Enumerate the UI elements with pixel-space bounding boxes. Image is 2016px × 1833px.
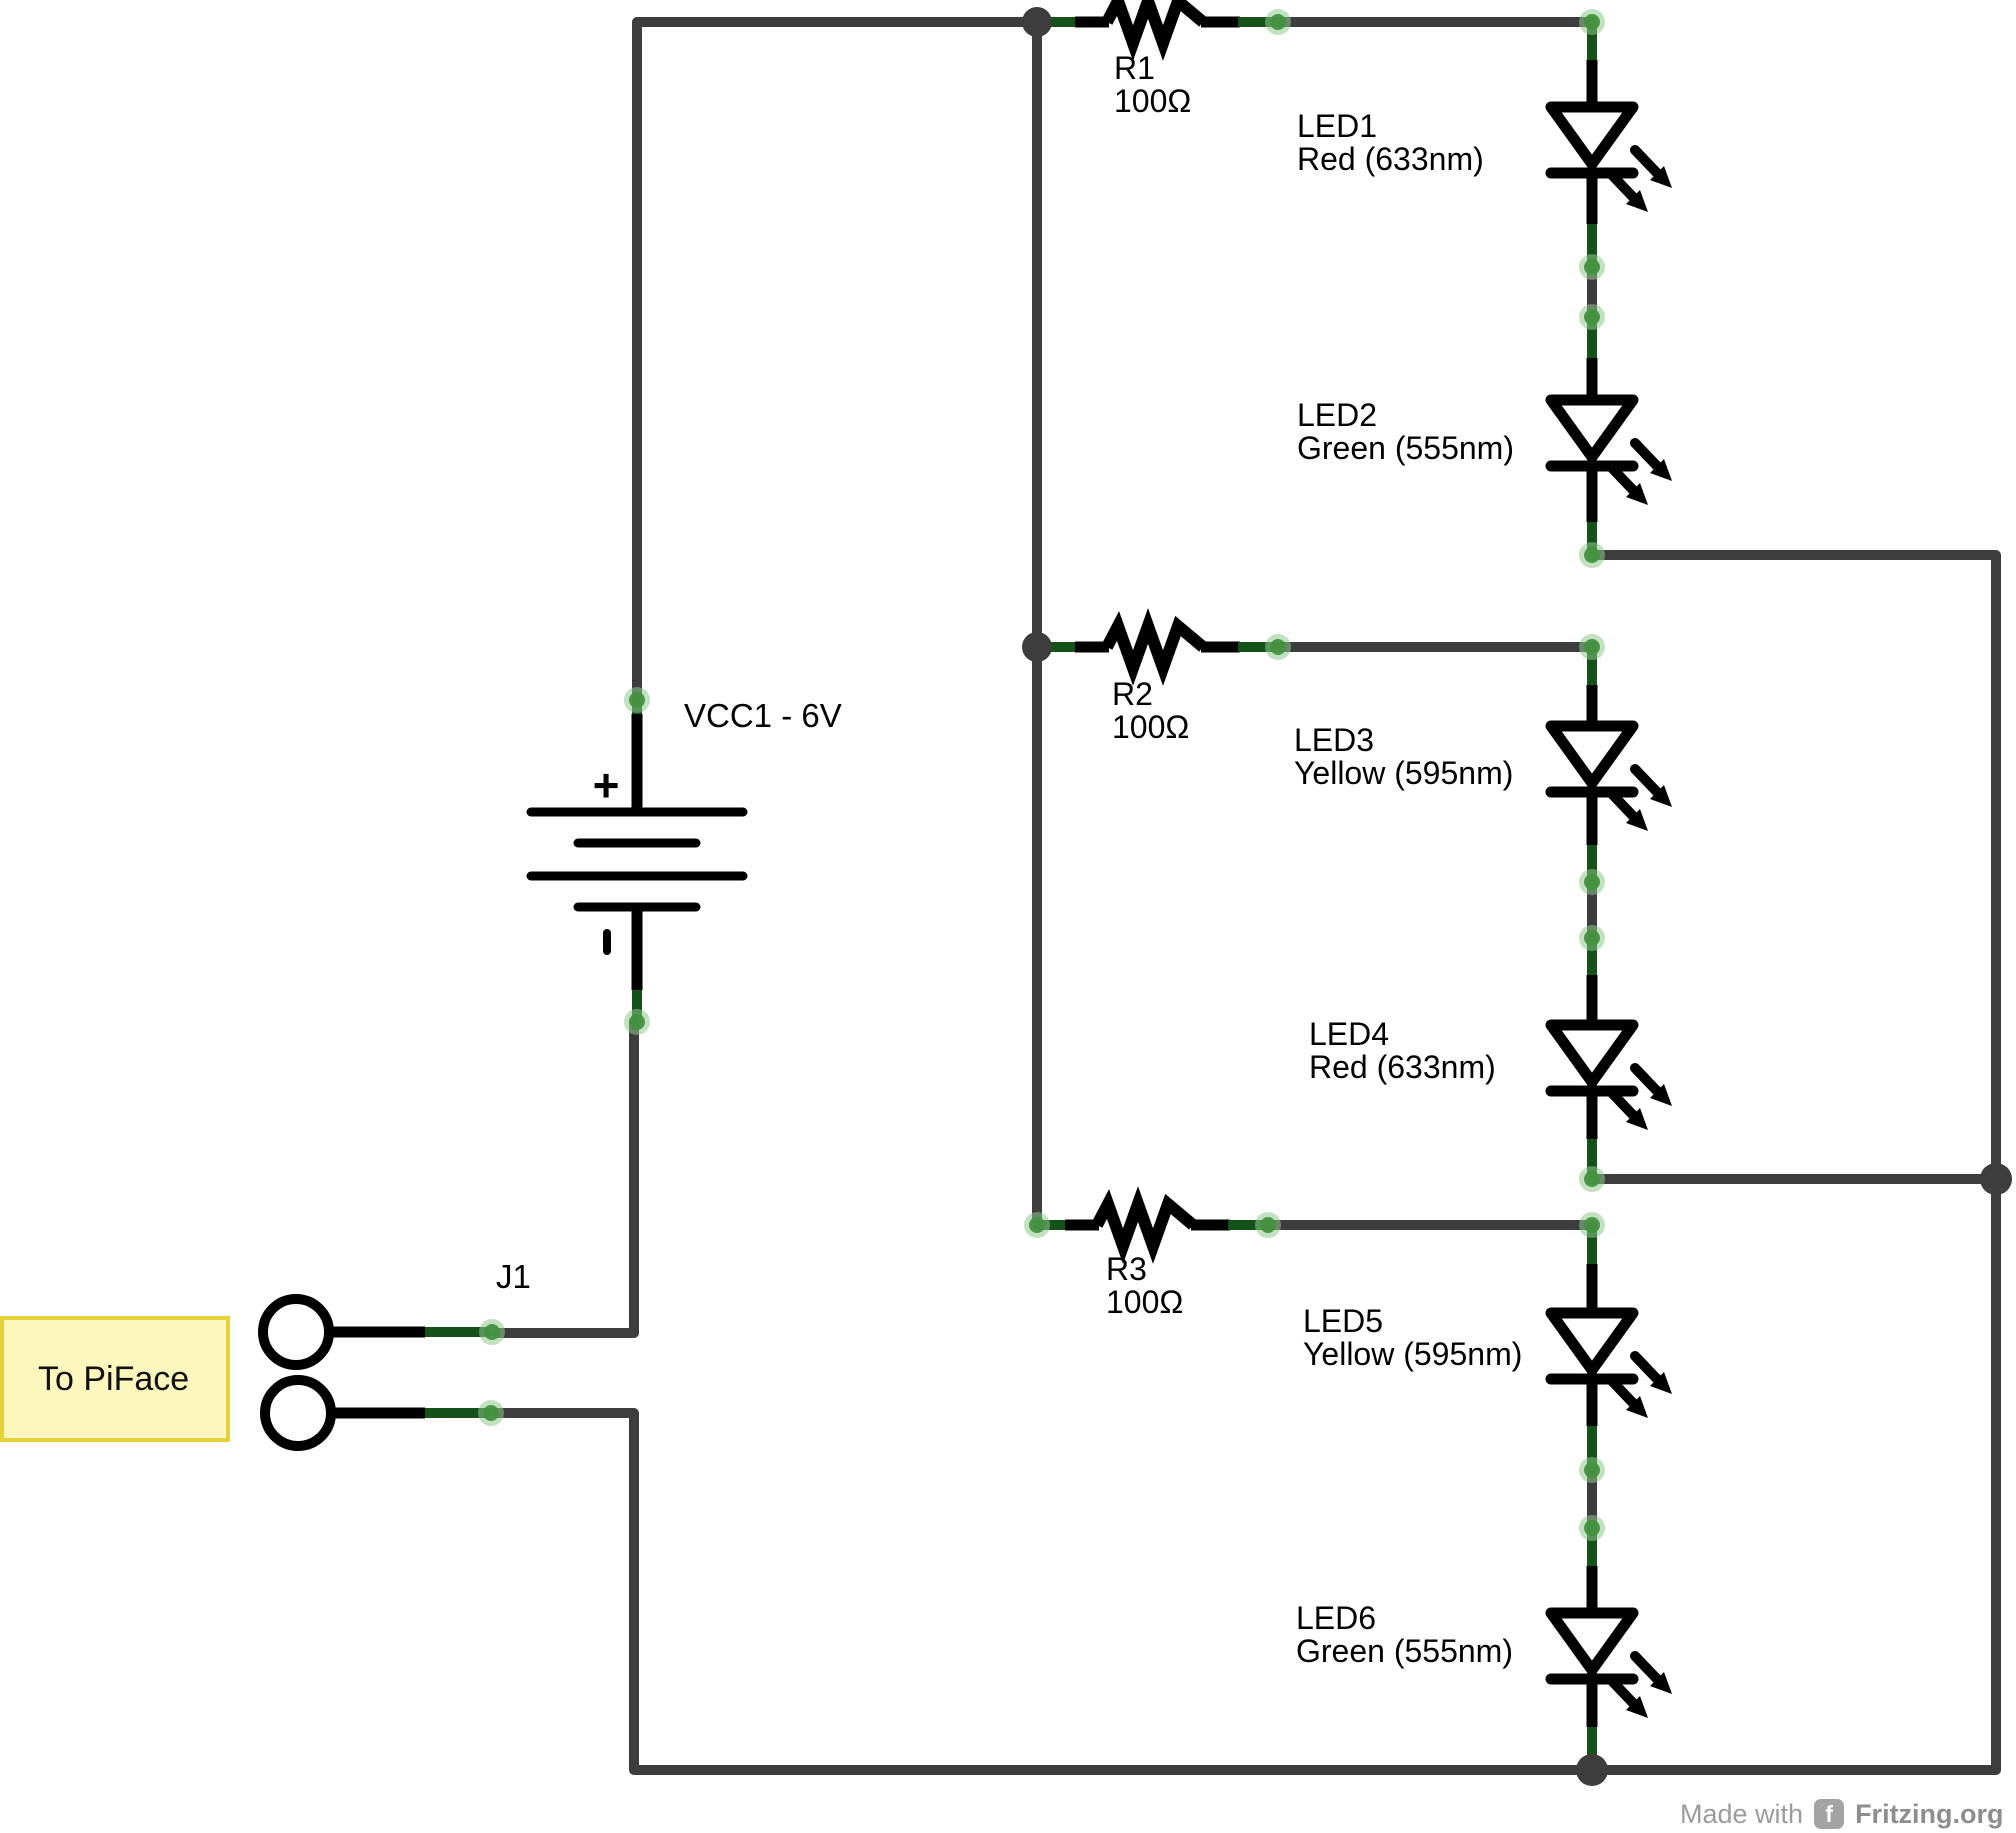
wire-battery-to-top-bus[interactable]	[632, 17, 1042, 705]
led6-label: LED6 Green (555nm)	[1296, 1602, 1513, 1668]
led3-name: LED3	[1294, 722, 1375, 758]
resistor-r2-value: 100Ω	[1112, 709, 1190, 745]
wire-j1-pin1-to-battery[interactable]	[492, 1017, 639, 1338]
j1-pin1-terminal[interactable]	[258, 1294, 334, 1370]
junction-dots	[1022, 7, 2012, 1786]
led1-label: LED1 Red (633nm)	[1297, 110, 1484, 176]
resistor-r2-name: R2	[1112, 676, 1153, 712]
led5-label: LED5 Yellow (595nm)	[1303, 1305, 1522, 1371]
led1-symbol[interactable]	[1551, 107, 1672, 212]
wire-j1-pin2-bottom-right-loop[interactable]	[490, 550, 2001, 1775]
led3-label: LED3 Yellow (595nm)	[1294, 724, 1513, 790]
pin-leads	[330, 60, 1598, 1727]
connector-j1-label: J1	[496, 1258, 531, 1295]
watermark-made-with: Made with	[1680, 1798, 1804, 1829]
resistor-r2-label: R2 100Ω	[1112, 678, 1189, 744]
resistor-r1-symbol[interactable]	[1051, 1, 1275, 43]
resistor-r3-name: R3	[1106, 1251, 1147, 1287]
led4-symbol[interactable]	[1551, 1025, 1672, 1130]
led2-spec: Green (555nm)	[1297, 430, 1514, 466]
resistor-r3-value: 100Ω	[1106, 1284, 1184, 1320]
battery-vcc1-label: VCC1 - 6V	[684, 697, 842, 734]
note-to-piface[interactable]: To PiFace	[0, 1316, 230, 1442]
pin-highlight-segments	[423, 24, 1597, 1767]
led4-label: LED4 Red (633nm)	[1309, 1018, 1496, 1084]
fritzing-watermark: Made with f Fritzing.org	[1680, 1796, 2004, 1832]
led4-spec: Red (633nm)	[1309, 1049, 1496, 1085]
led6-name: LED6	[1296, 1600, 1377, 1636]
j1-pin2-terminal[interactable]	[260, 1375, 336, 1451]
led2-symbol[interactable]	[1551, 400, 1672, 505]
led5-symbol[interactable]	[1551, 1313, 1672, 1418]
led3-symbol[interactable]	[1551, 726, 1672, 831]
resistor-r3-symbol[interactable]	[1041, 1204, 1265, 1246]
note-to-piface-text: To PiFace	[38, 1359, 190, 1398]
led2-name: LED2	[1297, 397, 1378, 433]
led5-spec: Yellow (595nm)	[1303, 1336, 1523, 1372]
led5-name: LED5	[1303, 1303, 1384, 1339]
led2-label: LED2 Green (555nm)	[1297, 399, 1514, 465]
resistor-r3-label: R3 100Ω	[1106, 1253, 1183, 1319]
led6-symbol[interactable]	[1551, 1613, 1672, 1718]
led1-spec: Red (633nm)	[1297, 141, 1484, 177]
battery-minus-indicator	[603, 929, 611, 955]
resistor-r1-value: 100Ω	[1114, 83, 1192, 119]
led3-spec: Yellow (595nm)	[1294, 755, 1514, 791]
resistor-r1-label: R1 100Ω	[1114, 52, 1191, 118]
battery-vcc1[interactable]: +	[526, 759, 748, 955]
led6-spec: Green (555nm)	[1296, 1633, 1513, 1669]
resistor-r1-name: R1	[1114, 50, 1155, 86]
fritzing-logo-icon: f	[1814, 1799, 1845, 1829]
led1-name: LED1	[1297, 108, 1378, 144]
resistor-r2-symbol[interactable]	[1051, 626, 1275, 668]
battery-plus-sign: +	[593, 759, 620, 811]
watermark-brand: Fritzing.org	[1855, 1798, 2004, 1829]
connector-j1[interactable]	[258, 1294, 336, 1451]
led4-name: LED4	[1309, 1016, 1390, 1052]
